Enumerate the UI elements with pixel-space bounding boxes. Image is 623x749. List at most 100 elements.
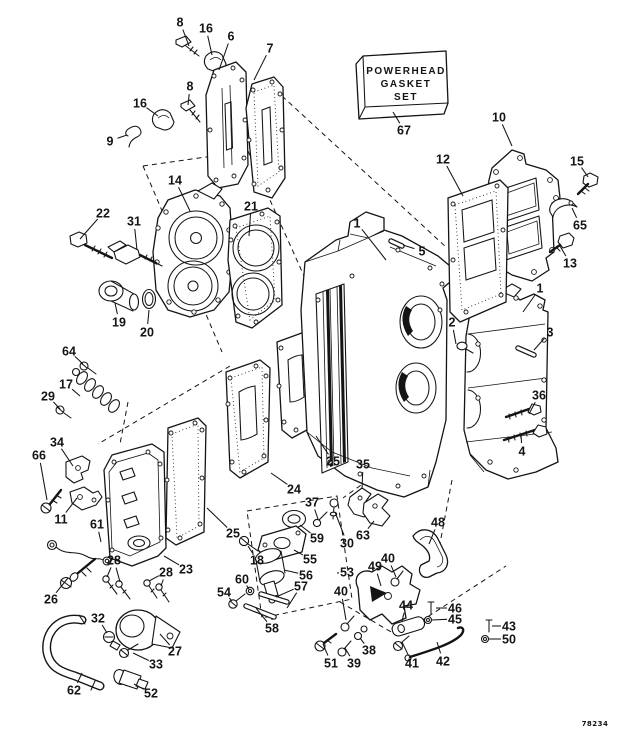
leader-line-58: [255, 607, 268, 623]
part-callout-63: 63: [356, 529, 370, 543]
inner-exhaust-cover-24: [225, 359, 271, 479]
part-callout-14: 14: [168, 174, 182, 188]
leader-line-41: [401, 641, 410, 657]
bolt-51: [314, 632, 338, 652]
leader-line-65: [571, 207, 578, 219]
part-callout-38: 38: [362, 644, 376, 658]
hook-9: [125, 125, 142, 148]
part-callout-23: 23: [179, 563, 193, 577]
part-callout-50: 50: [502, 633, 516, 647]
part-callout-3: 3: [547, 326, 554, 340]
part-callout-57: 57: [294, 580, 308, 594]
part-callout-39: 39: [347, 657, 361, 671]
leader-line-31: [134, 228, 138, 251]
leader-line-24: [270, 472, 288, 485]
leader-line-22: [79, 218, 99, 240]
part-callout-66: 66: [32, 449, 46, 463]
part-callout-55: 55: [303, 553, 317, 567]
cylinder-head-14: [152, 182, 234, 318]
gasket-box-line2: GASKET: [381, 79, 432, 90]
leader-line-4: [520, 433, 523, 444]
thermostat-19: [98, 280, 140, 312]
part-callout-6: 6: [228, 30, 235, 44]
leader-line-10: [501, 124, 513, 147]
leader-line-12: [446, 165, 464, 197]
bypass-cover-plate-23: [103, 443, 167, 567]
fuel-pump-group: [228, 487, 391, 620]
hose-62: [42, 614, 105, 691]
clamp-11: [69, 486, 103, 511]
leader-line-28: [148, 575, 160, 582]
part-callout-16: 16: [199, 22, 213, 36]
part-callout-28: 28: [159, 566, 173, 580]
part-callout-11: 11: [54, 513, 67, 527]
part-callout-49: 49: [368, 560, 382, 574]
leader-line-6: [218, 43, 229, 71]
part-callout-29: 29: [41, 390, 55, 404]
head-cover-gasket-7: [245, 76, 286, 199]
part-callout-30: 30: [340, 537, 354, 551]
part-callout-2: 2: [449, 316, 456, 330]
plug-32: [102, 630, 121, 651]
bracket-63: [362, 493, 391, 527]
leader-line-55: [293, 549, 304, 556]
leader-line-56: [283, 569, 299, 574]
part-callout-36: 36: [532, 389, 546, 403]
leader-line-51: [322, 643, 329, 656]
lever-44: [391, 616, 426, 637]
part-callout-15: 15: [570, 155, 584, 169]
leader-line-7: [253, 54, 267, 81]
leader-line-48: [428, 529, 436, 545]
part-callout-51: 51: [324, 657, 338, 671]
leader-line-57: [275, 588, 294, 598]
part-callout-10: 10: [492, 111, 506, 125]
part-callout-56: 56: [299, 569, 313, 583]
leader-line-1: [361, 228, 387, 261]
leader-line-16: [146, 107, 159, 117]
leader-line-49: [376, 573, 382, 587]
part-callout-64: 64: [62, 345, 76, 359]
screw-64: [79, 361, 97, 375]
leader-line-59: [299, 524, 311, 534]
part-callout-67: 67: [397, 124, 411, 138]
part-callout-40: 40: [334, 585, 348, 599]
leader-line-23: [163, 555, 180, 566]
intake-gasket-12: [447, 179, 509, 323]
cylinder-head-cover-6: [205, 61, 249, 189]
cylinder-block-1: [300, 211, 451, 498]
bolt-13: [548, 232, 575, 254]
part-callout-45: 45: [448, 613, 462, 627]
leader-line-3: [533, 337, 546, 351]
bolt-26: [59, 557, 97, 590]
screw-40a: [340, 615, 355, 632]
screws-28: [102, 575, 170, 603]
bolt-30: [329, 498, 339, 520]
part-callout-48: 48: [431, 516, 445, 530]
bypass-cover-gasket-25: [164, 417, 207, 546]
part-callout-44: 44: [399, 599, 413, 613]
part-callout-61: 61: [90, 518, 104, 532]
clamp-65: [549, 198, 578, 218]
leader-line-52: [133, 683, 145, 690]
part-callout-22: 22: [96, 207, 110, 221]
gasket-box-line3: SET: [394, 92, 418, 103]
part-callout-62: 62: [67, 684, 81, 698]
part-callout-5: 5: [419, 245, 426, 259]
part-callout-19: 19: [112, 316, 126, 330]
part-callout-1: 1: [537, 282, 544, 296]
leader-line-11: [65, 497, 78, 513]
leader-line-42: [436, 641, 442, 654]
part-callout-9: 9: [107, 135, 114, 149]
leader-line-25: [206, 507, 228, 528]
leader-line-33: [132, 652, 150, 661]
gasket-set-box: POWERHEAD GASKET SET: [355, 50, 449, 120]
part-callout-20: 20: [140, 326, 154, 340]
part-callout-17: 17: [59, 378, 73, 392]
part-callout-28: 28: [107, 554, 121, 568]
screw-39: [337, 640, 352, 657]
leader-line-54: [228, 597, 233, 602]
part-callout-43: 43: [502, 620, 516, 634]
leader-line-67: [392, 111, 401, 124]
